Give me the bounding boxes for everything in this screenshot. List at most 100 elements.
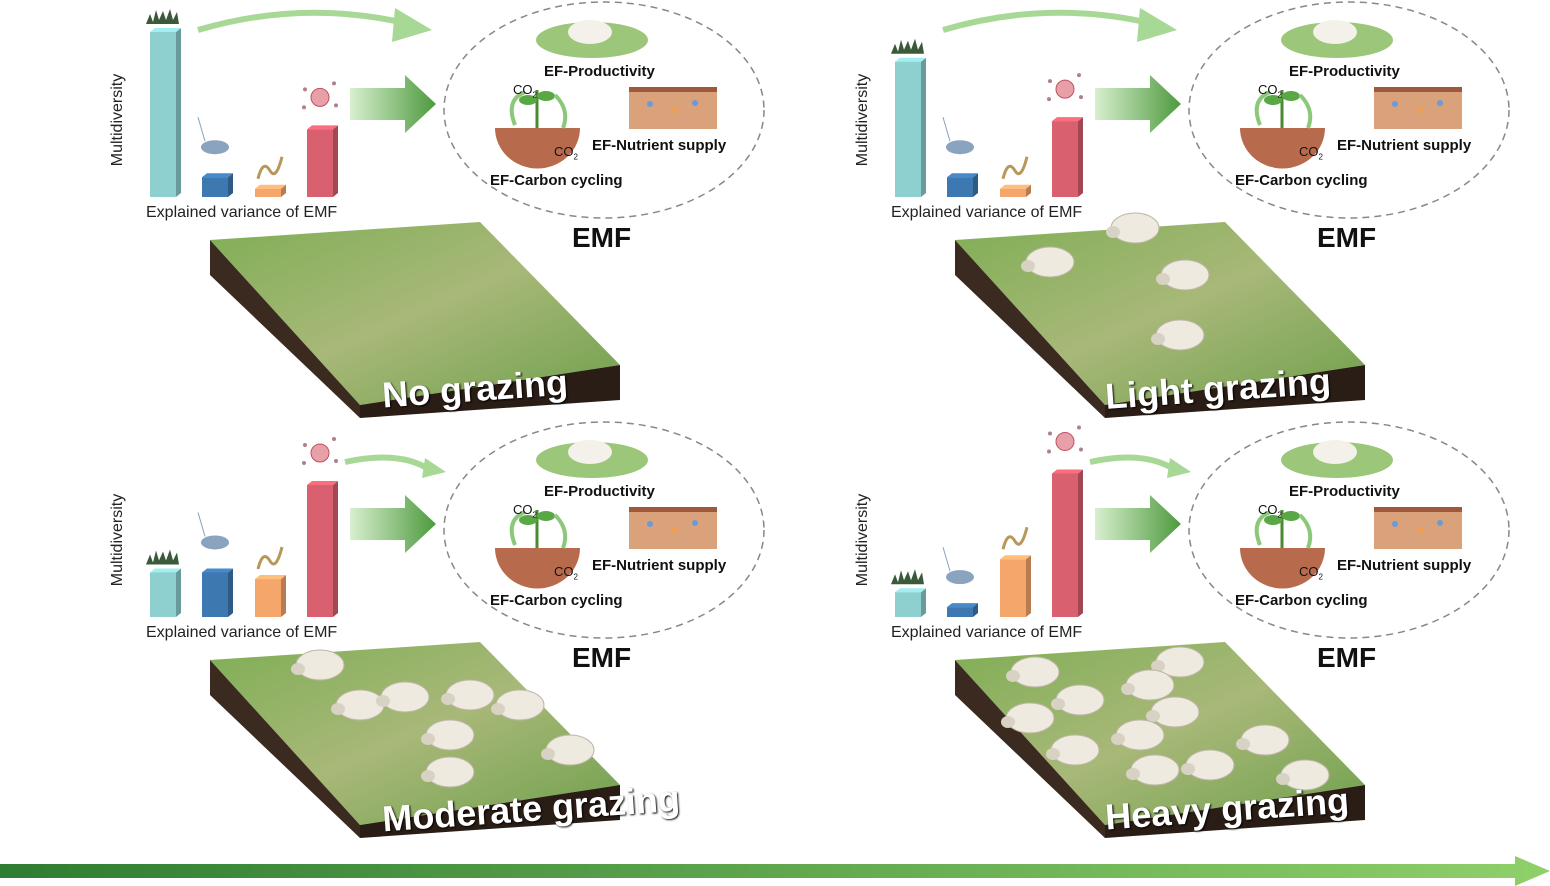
x-caption: Explained variance of EMF — [891, 204, 1083, 221]
sheep-icon — [1151, 646, 1205, 678]
co2-text: CO — [554, 144, 574, 159]
bar-microbe — [1052, 469, 1083, 617]
insect-icon — [197, 117, 229, 155]
sheep-icon — [1111, 719, 1165, 751]
emf-label: EMF — [1317, 222, 1377, 253]
bar-insect — [202, 173, 233, 197]
co2-label: CO2 — [1299, 144, 1323, 162]
sheep-icon — [421, 719, 475, 751]
sheep-icon — [1106, 212, 1160, 244]
bar-microbe — [307, 481, 338, 617]
co2-text: CO — [1299, 144, 1319, 159]
sheep-icon — [1001, 702, 1055, 734]
ef-carbon-label: EF-Carbon cycling — [1235, 172, 1368, 189]
co2-text: CO — [513, 502, 533, 517]
sheep-icon — [541, 734, 595, 766]
bar-nematode — [1000, 184, 1031, 197]
ef-productivity-label: EF-Productivity — [544, 63, 655, 80]
bar-nematode — [1000, 555, 1031, 617]
co2-text: CO — [1258, 502, 1278, 517]
ef-nutrient-label: EF-Nutrient supply — [592, 137, 727, 154]
emf-ellipse — [443, 1, 765, 219]
emf-ellipse — [1188, 1, 1510, 219]
emf-arrow — [350, 495, 436, 553]
curved-arrow-head — [422, 458, 446, 478]
curved-arrow-head — [392, 8, 432, 42]
curved-arrow-head — [1167, 458, 1191, 478]
grass-icon — [891, 569, 924, 585]
sheep-icon — [1236, 724, 1290, 756]
pasture-sheep-icon — [536, 440, 648, 478]
co2-subscript: 2 — [573, 572, 578, 582]
grass-icon — [891, 38, 924, 54]
y-axis-label: Multidiversity — [854, 493, 871, 587]
nematode-icon — [1001, 526, 1029, 550]
bar-microbe — [1052, 117, 1083, 197]
sheep-icon — [1021, 246, 1075, 278]
soil-nutrient-icon — [629, 507, 717, 549]
microbe-icon — [1047, 73, 1083, 102]
curved-arrow — [1089, 454, 1177, 473]
microbe-icon — [302, 437, 338, 465]
sheep-icon — [1151, 319, 1205, 351]
pasture-sheep-icon — [536, 20, 648, 58]
sheep-icon — [291, 649, 345, 681]
bar-plant — [895, 57, 926, 198]
sheep-icon — [1146, 696, 1200, 728]
pasture-sheep-icon — [1281, 440, 1393, 478]
co2-text: CO — [554, 564, 574, 579]
sheep-icon — [1276, 759, 1330, 791]
soil-nutrient-icon — [629, 87, 717, 129]
sheep-icon — [491, 689, 545, 721]
plant-soil-icon — [1240, 90, 1325, 169]
sheep-icon — [1181, 749, 1235, 781]
panel-0: Multidiversity Explained variance of EMF… — [0, 0, 765, 430]
bar-nematode — [255, 575, 286, 617]
emf-ellipse — [443, 421, 765, 639]
y-axis-label: Multidiversity — [109, 493, 126, 587]
nematode-icon — [1001, 156, 1029, 180]
co2-subscript: 2 — [532, 90, 537, 100]
insect-icon — [197, 512, 229, 550]
soil-nutrient-icon — [1374, 507, 1462, 549]
co2-subscript: 2 — [532, 510, 537, 520]
ef-carbon-label: EF-Carbon cycling — [490, 172, 623, 189]
co2-subscript: 2 — [1318, 572, 1323, 582]
panel-3: Multidiversity Explained variance of EMF… — [745, 420, 1510, 850]
nematode-icon — [256, 156, 284, 180]
insect-icon — [942, 546, 974, 585]
y-axis-label: Multidiversity — [854, 73, 871, 167]
ef-productivity-label: EF-Productivity — [1289, 483, 1400, 500]
ef-carbon-label: EF-Carbon cycling — [490, 592, 623, 609]
grass-icon — [146, 9, 179, 24]
co2-subscript: 2 — [573, 152, 578, 162]
co2-label: CO2 — [1299, 564, 1323, 582]
x-caption: Explained variance of EMF — [146, 624, 338, 641]
sheep-icon — [1121, 669, 1175, 701]
grass-icon — [146, 549, 179, 565]
sheep-icon — [1046, 734, 1100, 766]
emf-label: EMF — [572, 222, 632, 253]
curved-arrow — [942, 9, 1146, 33]
bar-insect — [202, 568, 233, 617]
soil-block — [210, 642, 620, 838]
bar-plant — [150, 28, 181, 197]
microbe-icon — [302, 81, 338, 110]
co2-label: CO2 — [1258, 502, 1282, 520]
nematode-icon — [256, 546, 284, 570]
curved-arrow — [344, 454, 432, 473]
emf-ellipse — [1188, 421, 1510, 639]
emf-arrow — [1095, 75, 1181, 133]
y-axis-label: Multidiversity — [109, 73, 126, 167]
insect-icon — [942, 117, 974, 155]
co2-label: CO2 — [513, 82, 537, 100]
microbe-icon — [1047, 425, 1083, 454]
sheep-icon — [1126, 754, 1180, 786]
emf-label: EMF — [572, 642, 632, 673]
soil-nutrient-icon — [1374, 87, 1462, 129]
emf-arrow — [350, 75, 436, 133]
co2-text: CO — [1258, 82, 1278, 97]
curved-arrow — [197, 9, 401, 33]
sheep-icon — [376, 681, 430, 713]
sheep-icon — [441, 679, 495, 711]
